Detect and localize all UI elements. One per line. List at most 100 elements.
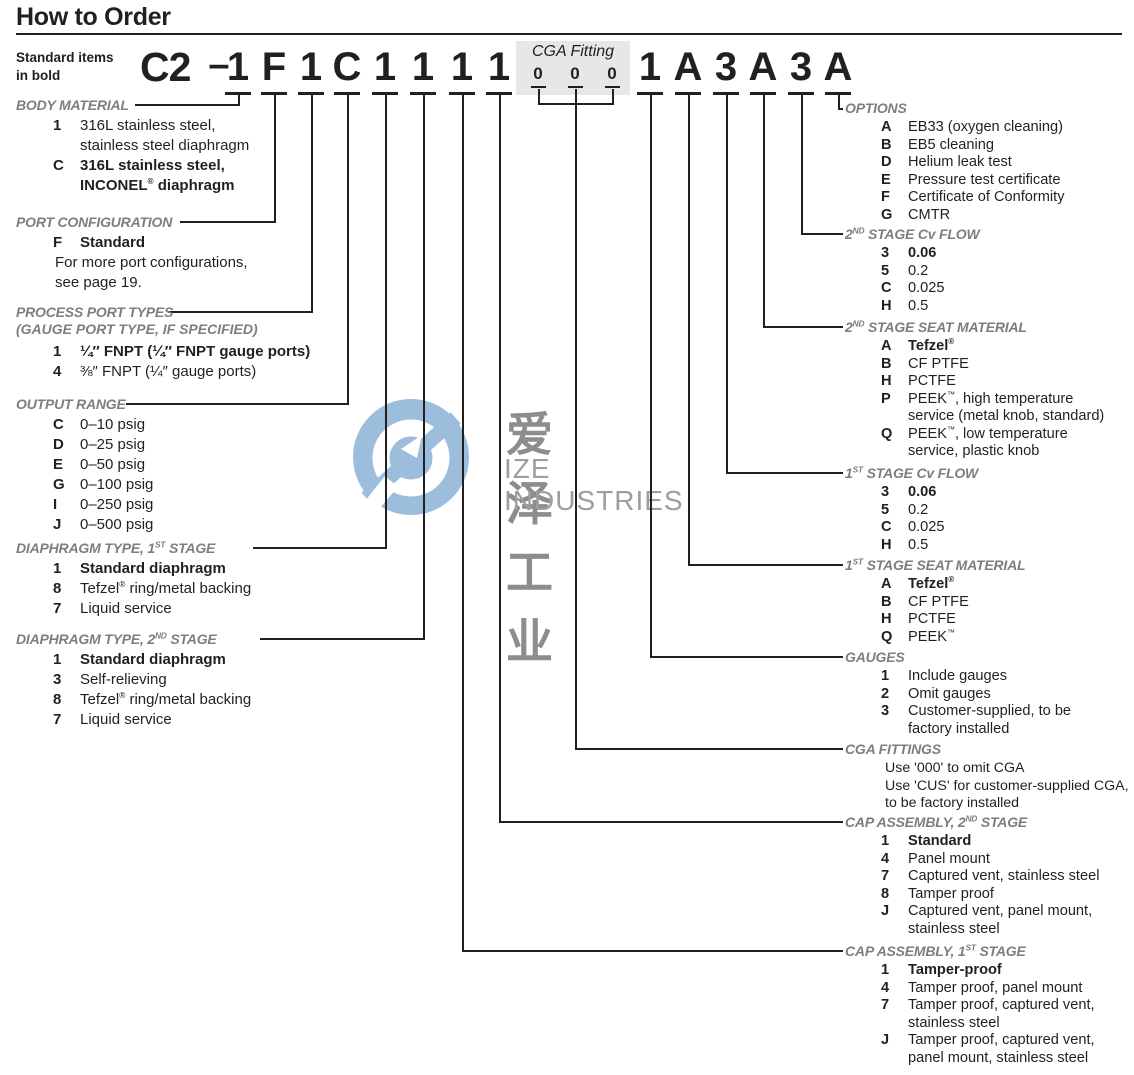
option-key: 8 — [53, 691, 62, 708]
connector-hline — [575, 748, 843, 750]
connector-vline — [274, 95, 276, 223]
cga-digit: 0 — [570, 64, 580, 83]
connector-vline — [612, 89, 614, 105]
option-description: Standard — [908, 833, 972, 849]
code-option-row: 8 Tamper proof — [881, 886, 1134, 904]
option-key: A — [881, 338, 892, 354]
section-title: GAUGES — [845, 649, 905, 665]
connector-hline — [168, 311, 311, 313]
option-description: Standard diaphragm — [80, 560, 226, 577]
option-description: 0.2 — [908, 501, 929, 518]
option-description: Include gauges — [908, 668, 1007, 684]
option-key: G — [53, 476, 65, 493]
option-key: F — [881, 189, 890, 205]
title-rule — [16, 33, 1122, 36]
option-description: Tefzel® — [908, 575, 955, 592]
option-key: C — [881, 519, 892, 535]
section-title: CAP ASSEMBLY, 2ND STAGE — [845, 813, 1028, 830]
option-description: Pressure test certificate — [908, 171, 1061, 188]
code-char-underline — [449, 92, 475, 95]
connector-hline — [763, 326, 843, 328]
option-description: PEEK™, low temperature service, plastic … — [908, 424, 1068, 459]
code-char-underline — [675, 92, 701, 95]
standard-items-note: Standard items in bold — [16, 50, 114, 83]
code-char-underline — [788, 92, 814, 95]
option-key: 3 — [881, 484, 890, 500]
option-key: 1 — [53, 560, 62, 577]
option-description: 0.2 — [908, 262, 929, 279]
option-description: Standard — [80, 234, 146, 251]
option-description: Tamper-proof — [908, 962, 1002, 978]
option-description: Liquid service — [80, 600, 172, 617]
code-char-underline — [372, 92, 398, 95]
option-key: B — [881, 136, 892, 153]
connector-hline — [538, 103, 614, 105]
option-key: H — [881, 297, 892, 314]
code-option-row: E Pressure test certificate — [881, 172, 1134, 190]
option-key: H — [881, 373, 892, 389]
section-title: BODY MATERIAL — [16, 97, 129, 113]
watermark-english-text: IZE INDUSTRIES — [504, 453, 684, 516]
option-description: Tefzel® ring/metal backing — [80, 580, 252, 597]
order-code-char: A — [673, 45, 703, 89]
option-description: 316L stainless steel, stainless steel di… — [80, 117, 250, 154]
code-option-row: H 0.5 — [881, 298, 1134, 316]
option-key: A — [881, 576, 892, 592]
order-code-char: 1 — [299, 45, 323, 89]
option-key: 8 — [881, 885, 890, 902]
option-description: PEEK™ — [908, 627, 955, 645]
order-code-char: A — [823, 45, 853, 89]
section-process-port-types: PROCESS PORT TYPES(GAUGE PORT TYPE, IF S… — [16, 304, 376, 382]
code-char-underline — [410, 92, 436, 95]
connector-hline — [180, 221, 274, 223]
watermark-chinese-text: 爱泽工业 — [506, 408, 557, 668]
option-key: H — [881, 536, 892, 553]
order-code-char: F — [261, 45, 287, 89]
connector-vline — [650, 95, 652, 658]
section-title: 1ST STAGE Cv FLOW — [845, 464, 979, 481]
connector-vline — [726, 95, 728, 474]
option-description: Tamper proof — [908, 885, 994, 902]
option-description: PEEK™, high temperature service (metal k… — [908, 389, 1105, 424]
option-key: 5 — [881, 501, 890, 518]
option-description: Tefzel® — [908, 337, 955, 354]
option-key: G — [881, 206, 893, 223]
option-description: ¼″ FNPT (¼″ FNPT gauge ports) — [80, 343, 311, 360]
connector-vline — [688, 95, 690, 566]
connector-vline — [462, 95, 464, 952]
option-description: 0–50 psig — [80, 456, 146, 473]
option-key: E — [881, 171, 891, 188]
order-code-dash: – — [208, 44, 230, 86]
cga-fitting-label: CGA Fitting — [531, 43, 615, 60]
option-description: 0.5 — [908, 297, 929, 314]
cga-digit-underline — [604, 86, 620, 89]
option-description: Liquid service — [80, 711, 172, 728]
option-description: Standard diaphragm — [80, 651, 226, 668]
section-title: 2ND STAGE SEAT MATERIAL — [845, 318, 1027, 335]
